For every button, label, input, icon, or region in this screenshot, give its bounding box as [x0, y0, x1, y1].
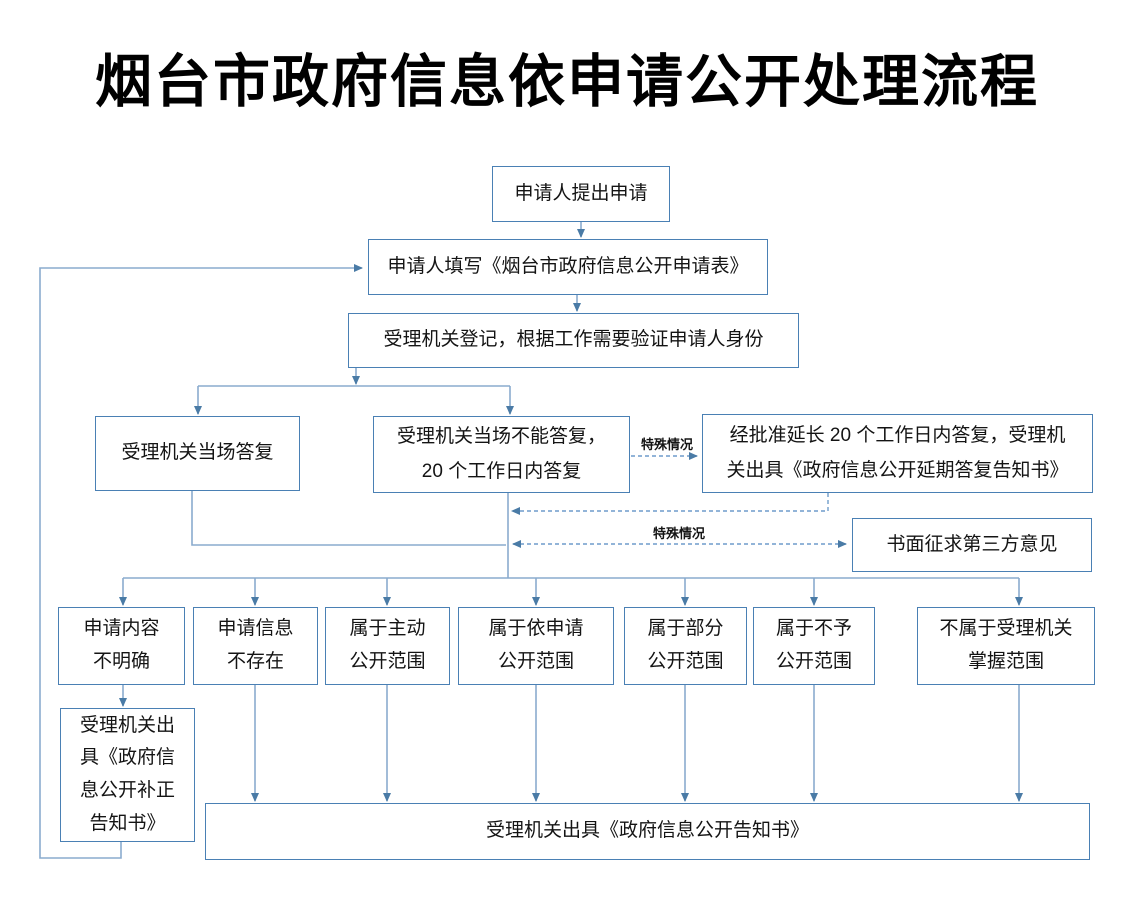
box-register-text: 受理机关登记，根据工作需要验证申请人身份: [383, 329, 764, 351]
box-partial-line1: 属于部分: [647, 618, 724, 640]
box-unclear-line2: 不明确: [92, 651, 150, 672]
feedback-loop-to-fill: [39, 264, 363, 859]
box-final-notice-text: 受理机关出具《政府信息公开告知书》: [485, 820, 809, 842]
box-refuse-line1: 属于不予: [775, 618, 852, 640]
box-on-request-line1: 属于依申请: [488, 618, 584, 640]
box-not-exist: 申请信息 不存在: [193, 607, 318, 685]
box-not-exist-line2: 不存在: [226, 651, 284, 672]
box-register: 受理机关登记，根据工作需要验证申请人身份: [348, 313, 799, 368]
box-on-request: 属于依申请 公开范围: [458, 607, 614, 685]
box-delayed-reply-line2: 20 个工作日内答复: [421, 460, 582, 482]
box-apply-text: 申请人提出申请: [514, 182, 648, 204]
box-not-held-line2: 掌握范围: [967, 651, 1044, 672]
box-supplement-line3: 息公开补正: [79, 780, 175, 801]
box-extended-reply-line1: 经批准延长 20 个工作日内答复，受理机: [729, 425, 1066, 447]
box-onsite-reply: 受理机关当场答复: [95, 416, 300, 491]
box-extended-reply-line2: 关出具《政府信息公开延期答复告知书》: [726, 459, 1069, 481]
box-apply: 申请人提出申请: [492, 166, 670, 222]
box-third-party: 书面征求第三方意见: [852, 518, 1092, 572]
box-fill-form: 申请人填写《烟台市政府信息公开申请表》: [368, 239, 768, 295]
box-partial: 属于部分 公开范围: [624, 607, 747, 685]
dashed-elbow-extended-back: [511, 493, 829, 515]
box-proactive: 属于主动 公开范围: [325, 607, 450, 685]
box-final-notice: 受理机关出具《政府信息公开告知书》: [205, 803, 1090, 860]
box-delayed-reply: 受理机关当场不能答复， 20 个工作日内答复: [373, 416, 630, 493]
box-fill-form-text: 申请人填写《烟台市政府信息公开申请表》: [387, 255, 749, 277]
box-third-party-text: 书面征求第三方意见: [886, 533, 1058, 555]
box-unclear: 申请内容 不明确: [58, 607, 185, 685]
box-onsite-reply-text: 受理机关当场答复: [121, 442, 274, 464]
box-supplement-line4: 告知书》: [89, 812, 166, 834]
flowchart-title: 烟台市政府信息依申请公开处理流程: [95, 51, 1039, 114]
box-extended-reply: 经批准延长 20 个工作日内答复，受理机 关出具《政府信息公开延期答复告知书》: [702, 414, 1093, 493]
box-proactive-line2: 公开范围: [349, 651, 426, 672]
special-case-label-1: 特殊情况: [640, 437, 693, 452]
box-refuse-line2: 公开范围: [775, 651, 852, 672]
box-not-held: 不属于受理机关 掌握范围: [917, 607, 1095, 685]
box-not-exist-line1: 申请信息: [217, 618, 294, 640]
box-partial-line2: 公开范围: [647, 651, 724, 672]
elbow-onsite-down: [191, 491, 506, 546]
special-case-label-2: 特殊情况: [652, 526, 705, 541]
box-delayed-reply-line1: 受理机关当场不能答复，: [396, 426, 606, 448]
box-refuse: 属于不予 公开范围: [753, 607, 875, 685]
box-not-held-line1: 不属于受理机关: [939, 618, 1073, 640]
box-supplement-line1: 受理机关出: [79, 714, 175, 736]
box-supplement-line2: 具《政府信: [79, 747, 175, 769]
box-on-request-line2: 公开范围: [497, 651, 574, 672]
box-unclear-line1: 申请内容: [83, 618, 160, 640]
box-proactive-line1: 属于主动: [349, 618, 426, 640]
box-supplement: 受理机关出 具《政府信 息公开补正 告知书》: [60, 708, 195, 842]
